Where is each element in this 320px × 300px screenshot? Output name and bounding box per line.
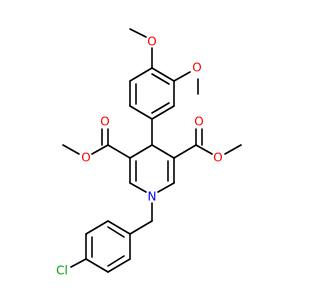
bond [151, 144, 175, 159]
bond [151, 102, 170, 114]
bond [129, 144, 153, 159]
bond [107, 220, 131, 235]
bond [70, 258, 87, 268]
oxygen-label-right-ether: O [213, 151, 222, 165]
atom-label-layer: O O O O O O N Cl [56, 35, 223, 278]
bond [129, 182, 147, 193]
bond [151, 67, 175, 82]
oxygen-label-right-carbonyl: O [194, 115, 203, 129]
bond [85, 220, 109, 235]
oxygen-label-left-carbonyl: O [100, 115, 109, 129]
bond [107, 226, 125, 238]
oxygen-label-left-ether: O [81, 151, 90, 165]
bond [173, 71, 191, 82]
oxygen-label-methoxy-top: O [147, 35, 156, 49]
bond [129, 220, 153, 235]
bond [151, 105, 175, 120]
bond [195, 144, 213, 155]
bond [157, 182, 175, 193]
bond [91, 144, 109, 155]
bond [129, 67, 153, 82]
bond [129, 105, 153, 120]
bond [107, 144, 131, 159]
bond [107, 258, 131, 273]
molecule-structure-diagram: O O O O O O N Cl [56, 28, 242, 278]
bond [62, 144, 80, 155]
bond [224, 144, 242, 155]
nitrogen-label: N [148, 190, 157, 204]
bond-layer [62, 28, 242, 273]
oxygen-label-methoxy-right: O [192, 61, 201, 75]
bond [85, 258, 109, 273]
bond [129, 28, 147, 38]
chlorine-label: Cl [56, 264, 68, 278]
bond [151, 73, 170, 85]
bond [173, 144, 197, 159]
bond [107, 255, 125, 267]
